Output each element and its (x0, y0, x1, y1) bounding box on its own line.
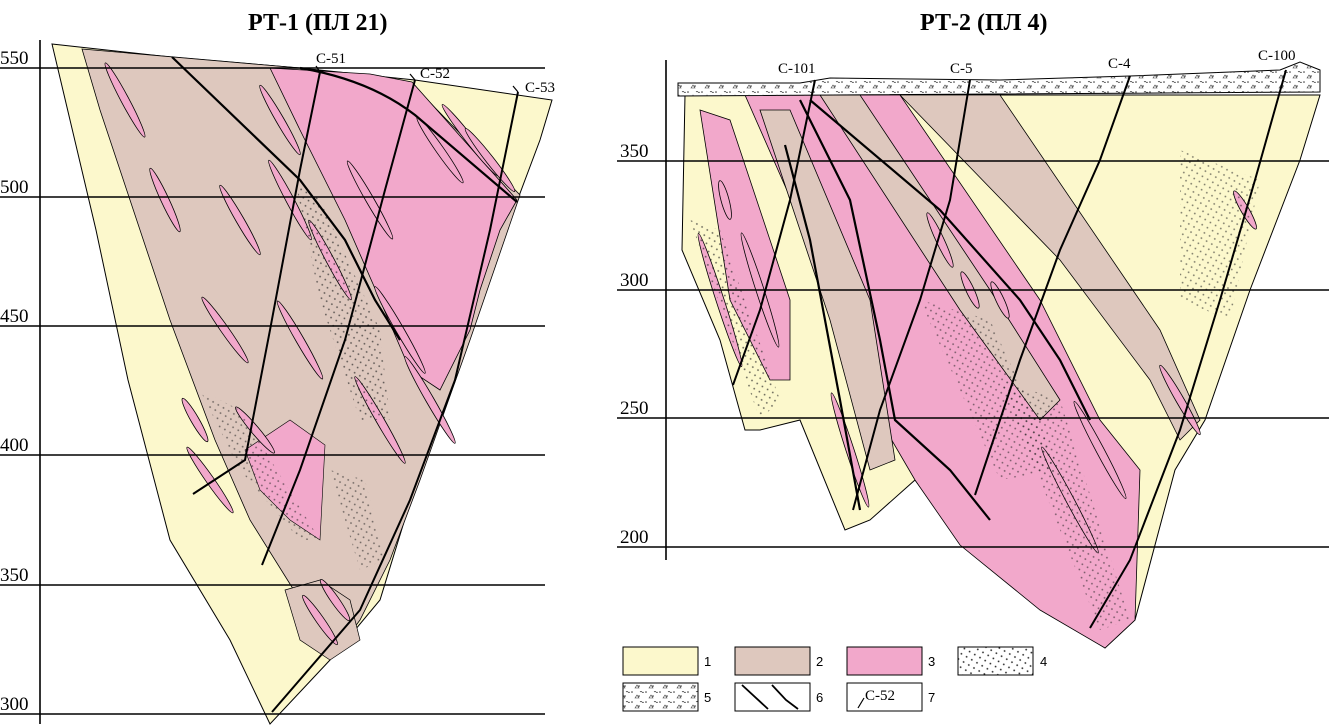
left-elevation-550: 550 (0, 48, 29, 69)
left-faults (171, 56, 518, 341)
legend-label-3: 3 (928, 654, 935, 669)
right-elevation-300: 300 (620, 270, 649, 291)
right-well-c4-label: С-4 (1108, 56, 1131, 72)
left-lenses (104, 62, 516, 646)
left-well-markers (315, 65, 519, 93)
right-well-c5-label: С-5 (950, 61, 973, 77)
left-elevation-350: 350 (0, 565, 29, 586)
right-section: С-101 С-5 С-4 С-100 350 300 250 200 РТ-2… (617, 10, 1329, 649)
right-hatch-zone-3 (1180, 150, 1260, 320)
left-well-c53-label: С-53 (525, 80, 555, 96)
right-hatch-zone-1 (690, 220, 780, 420)
legend: 1 2 3 4 5 6 С-52 7 (622, 646, 1047, 712)
right-elevation-lines (617, 60, 1329, 560)
right-well-c100-label: С-100 (1258, 48, 1296, 64)
legend-swatch-2 (734, 646, 811, 676)
left-well-c51-label: С-51 (316, 51, 346, 67)
left-elevation-500: 500 (0, 177, 29, 198)
legend-label-1: 1 (704, 654, 711, 669)
left-elevation-400: 400 (0, 435, 29, 456)
right-rock-2-band-1 (899, 94, 1201, 441)
left-elevation-300: 300 (0, 694, 29, 715)
left-section: С-51 С-52 С-53 550 500 450 400 350 300 Р… (0, 10, 555, 725)
legend-swatch-1 (622, 646, 699, 676)
legend-label-2: 2 (816, 654, 823, 669)
legend-borehole-icon (857, 697, 865, 709)
legend-label-4: 4 (1040, 654, 1047, 669)
left-hatch-zone (295, 180, 390, 420)
left-elevation-lines (0, 40, 545, 724)
left-hatch-zone-3 (330, 470, 385, 570)
legend-label-6: 6 (816, 690, 823, 705)
legend-fault-lines-icon (741, 684, 799, 710)
left-well-c52-label: С-52 (420, 66, 450, 82)
legend-borehole-sample: С-52 (865, 688, 895, 704)
right-section-title: РТ-2 (ПЛ 4) (920, 10, 1048, 36)
right-hatch-zone-4 (1000, 380, 1130, 630)
right-well-c101-label: С-101 (778, 61, 816, 77)
left-section-title: РТ-1 (ПЛ 21) (248, 10, 388, 36)
legend-swatch-4 (957, 646, 1034, 676)
legend-swatch-5 (622, 682, 699, 712)
left-elevation-450: 450 (0, 306, 29, 327)
legend-label-5: 5 (704, 690, 711, 705)
legend-swatch-3 (846, 646, 923, 676)
left-boreholes (192, 71, 519, 713)
right-faults (783, 99, 1091, 521)
legend-swatch-6 (734, 682, 811, 712)
right-elevation-350: 350 (620, 141, 649, 162)
legend-label-7: 7 (928, 690, 935, 705)
right-elevation-200: 200 (620, 527, 649, 548)
left-hatch-zone-2 (200, 390, 320, 540)
right-elevation-250: 250 (620, 398, 649, 419)
right-surface-pattern (678, 62, 1320, 96)
